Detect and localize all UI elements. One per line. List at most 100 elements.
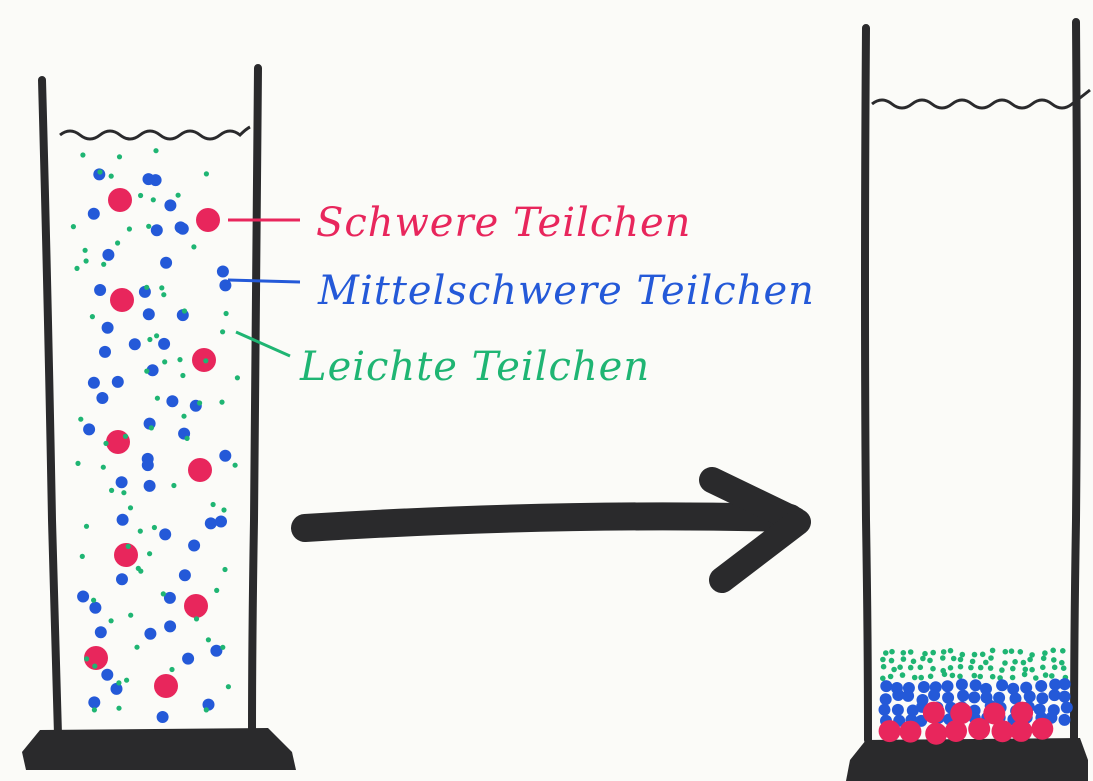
light-particle bbox=[1040, 665, 1046, 671]
medium-particle bbox=[112, 376, 124, 388]
light-particle bbox=[152, 525, 157, 530]
light-particle bbox=[941, 649, 947, 655]
light-particle bbox=[90, 314, 95, 319]
light-particle bbox=[1061, 665, 1067, 671]
heavy-particle bbox=[1031, 718, 1053, 740]
light-particle bbox=[75, 461, 80, 466]
medium-particle bbox=[143, 173, 155, 185]
medium-particle bbox=[89, 602, 101, 614]
light-particle bbox=[1033, 675, 1039, 681]
light-particle bbox=[134, 645, 139, 650]
medium-particle bbox=[160, 257, 172, 269]
heavy-particle bbox=[925, 723, 947, 745]
light-particle bbox=[149, 425, 154, 430]
medium-particle bbox=[83, 423, 95, 435]
light-particle bbox=[1010, 675, 1016, 681]
light-particle bbox=[71, 224, 76, 229]
light-particle bbox=[1052, 665, 1058, 671]
light-particle bbox=[911, 659, 917, 665]
light-particle bbox=[127, 226, 132, 231]
light-particle bbox=[80, 152, 85, 157]
light-particle bbox=[948, 665, 954, 671]
medium-particle bbox=[879, 704, 891, 716]
medium-particle bbox=[219, 450, 231, 462]
light-particle bbox=[219, 400, 224, 405]
light-particle bbox=[1060, 648, 1066, 654]
light-particle bbox=[977, 674, 983, 680]
light-particle bbox=[908, 665, 914, 671]
medium-particle bbox=[1049, 689, 1061, 701]
light-particle bbox=[960, 652, 966, 658]
light-particle bbox=[123, 434, 128, 439]
heavy-particle bbox=[879, 720, 901, 742]
light-particle bbox=[221, 507, 226, 512]
medium-particle bbox=[129, 338, 141, 350]
light-particle bbox=[84, 656, 89, 661]
water-surface-icon bbox=[872, 90, 1090, 108]
light-particle bbox=[92, 664, 97, 669]
light-particle bbox=[1018, 649, 1024, 655]
light-particle bbox=[999, 667, 1005, 673]
light-particle bbox=[897, 664, 903, 670]
light-particle bbox=[169, 667, 174, 672]
medium-particle bbox=[144, 628, 156, 640]
light-particle bbox=[185, 436, 190, 441]
light-particle bbox=[988, 655, 994, 661]
light-particle bbox=[1029, 667, 1035, 673]
light-particle bbox=[220, 645, 225, 650]
medium-particle bbox=[892, 704, 904, 716]
light-particle bbox=[194, 616, 199, 621]
light-particle bbox=[151, 197, 156, 202]
light-particle bbox=[97, 169, 102, 174]
medium-particle bbox=[88, 208, 100, 220]
light-particle bbox=[211, 502, 216, 507]
light-particle bbox=[1009, 648, 1015, 654]
medium-particle bbox=[116, 573, 128, 585]
medium-particle bbox=[164, 620, 176, 632]
light-particle bbox=[1012, 659, 1018, 665]
light-particle bbox=[980, 652, 986, 658]
medium-particle bbox=[1059, 714, 1071, 726]
light-particle bbox=[144, 369, 149, 374]
light-particle bbox=[889, 649, 895, 655]
light-particle bbox=[1010, 666, 1016, 672]
cylinder-left-wall bbox=[42, 80, 58, 735]
light-particle bbox=[116, 680, 121, 685]
light-particle bbox=[883, 650, 889, 656]
light-particle bbox=[124, 678, 129, 683]
label-heavy-particles: Schwere Teilchen bbox=[316, 200, 691, 246]
heavy-particle bbox=[154, 674, 178, 698]
light-particle bbox=[888, 674, 894, 680]
medium-particle bbox=[1059, 691, 1071, 703]
water-surface-icon bbox=[60, 127, 250, 139]
light-particle bbox=[988, 665, 994, 671]
medium-particle bbox=[151, 224, 163, 236]
medium-particle bbox=[143, 308, 155, 320]
light-particle bbox=[918, 665, 924, 671]
medium-particle bbox=[102, 322, 114, 334]
light-particle bbox=[918, 675, 924, 681]
medium-particle bbox=[101, 669, 113, 681]
light-particle bbox=[983, 660, 989, 666]
leader-line-medium bbox=[228, 280, 300, 282]
medium-particle bbox=[77, 591, 89, 603]
light-particle bbox=[84, 258, 89, 263]
light-particle bbox=[147, 337, 152, 342]
heavy-particle bbox=[188, 458, 212, 482]
heavy-particle bbox=[1011, 702, 1033, 724]
medium-particle bbox=[99, 346, 111, 358]
light-particle bbox=[181, 414, 186, 419]
light-particle bbox=[940, 655, 946, 661]
medium-particle bbox=[94, 284, 106, 296]
medium-particle bbox=[968, 691, 980, 703]
cylinder-base bbox=[22, 728, 296, 770]
light-particle bbox=[972, 652, 978, 658]
light-particle bbox=[951, 656, 957, 662]
medium-particle bbox=[159, 528, 171, 540]
light-particle bbox=[922, 651, 928, 657]
medium-particle bbox=[918, 681, 930, 693]
light-particle bbox=[222, 567, 227, 572]
arrow-right-icon bbox=[305, 480, 798, 580]
medium-particle bbox=[142, 459, 154, 471]
medium-particle bbox=[996, 679, 1008, 691]
